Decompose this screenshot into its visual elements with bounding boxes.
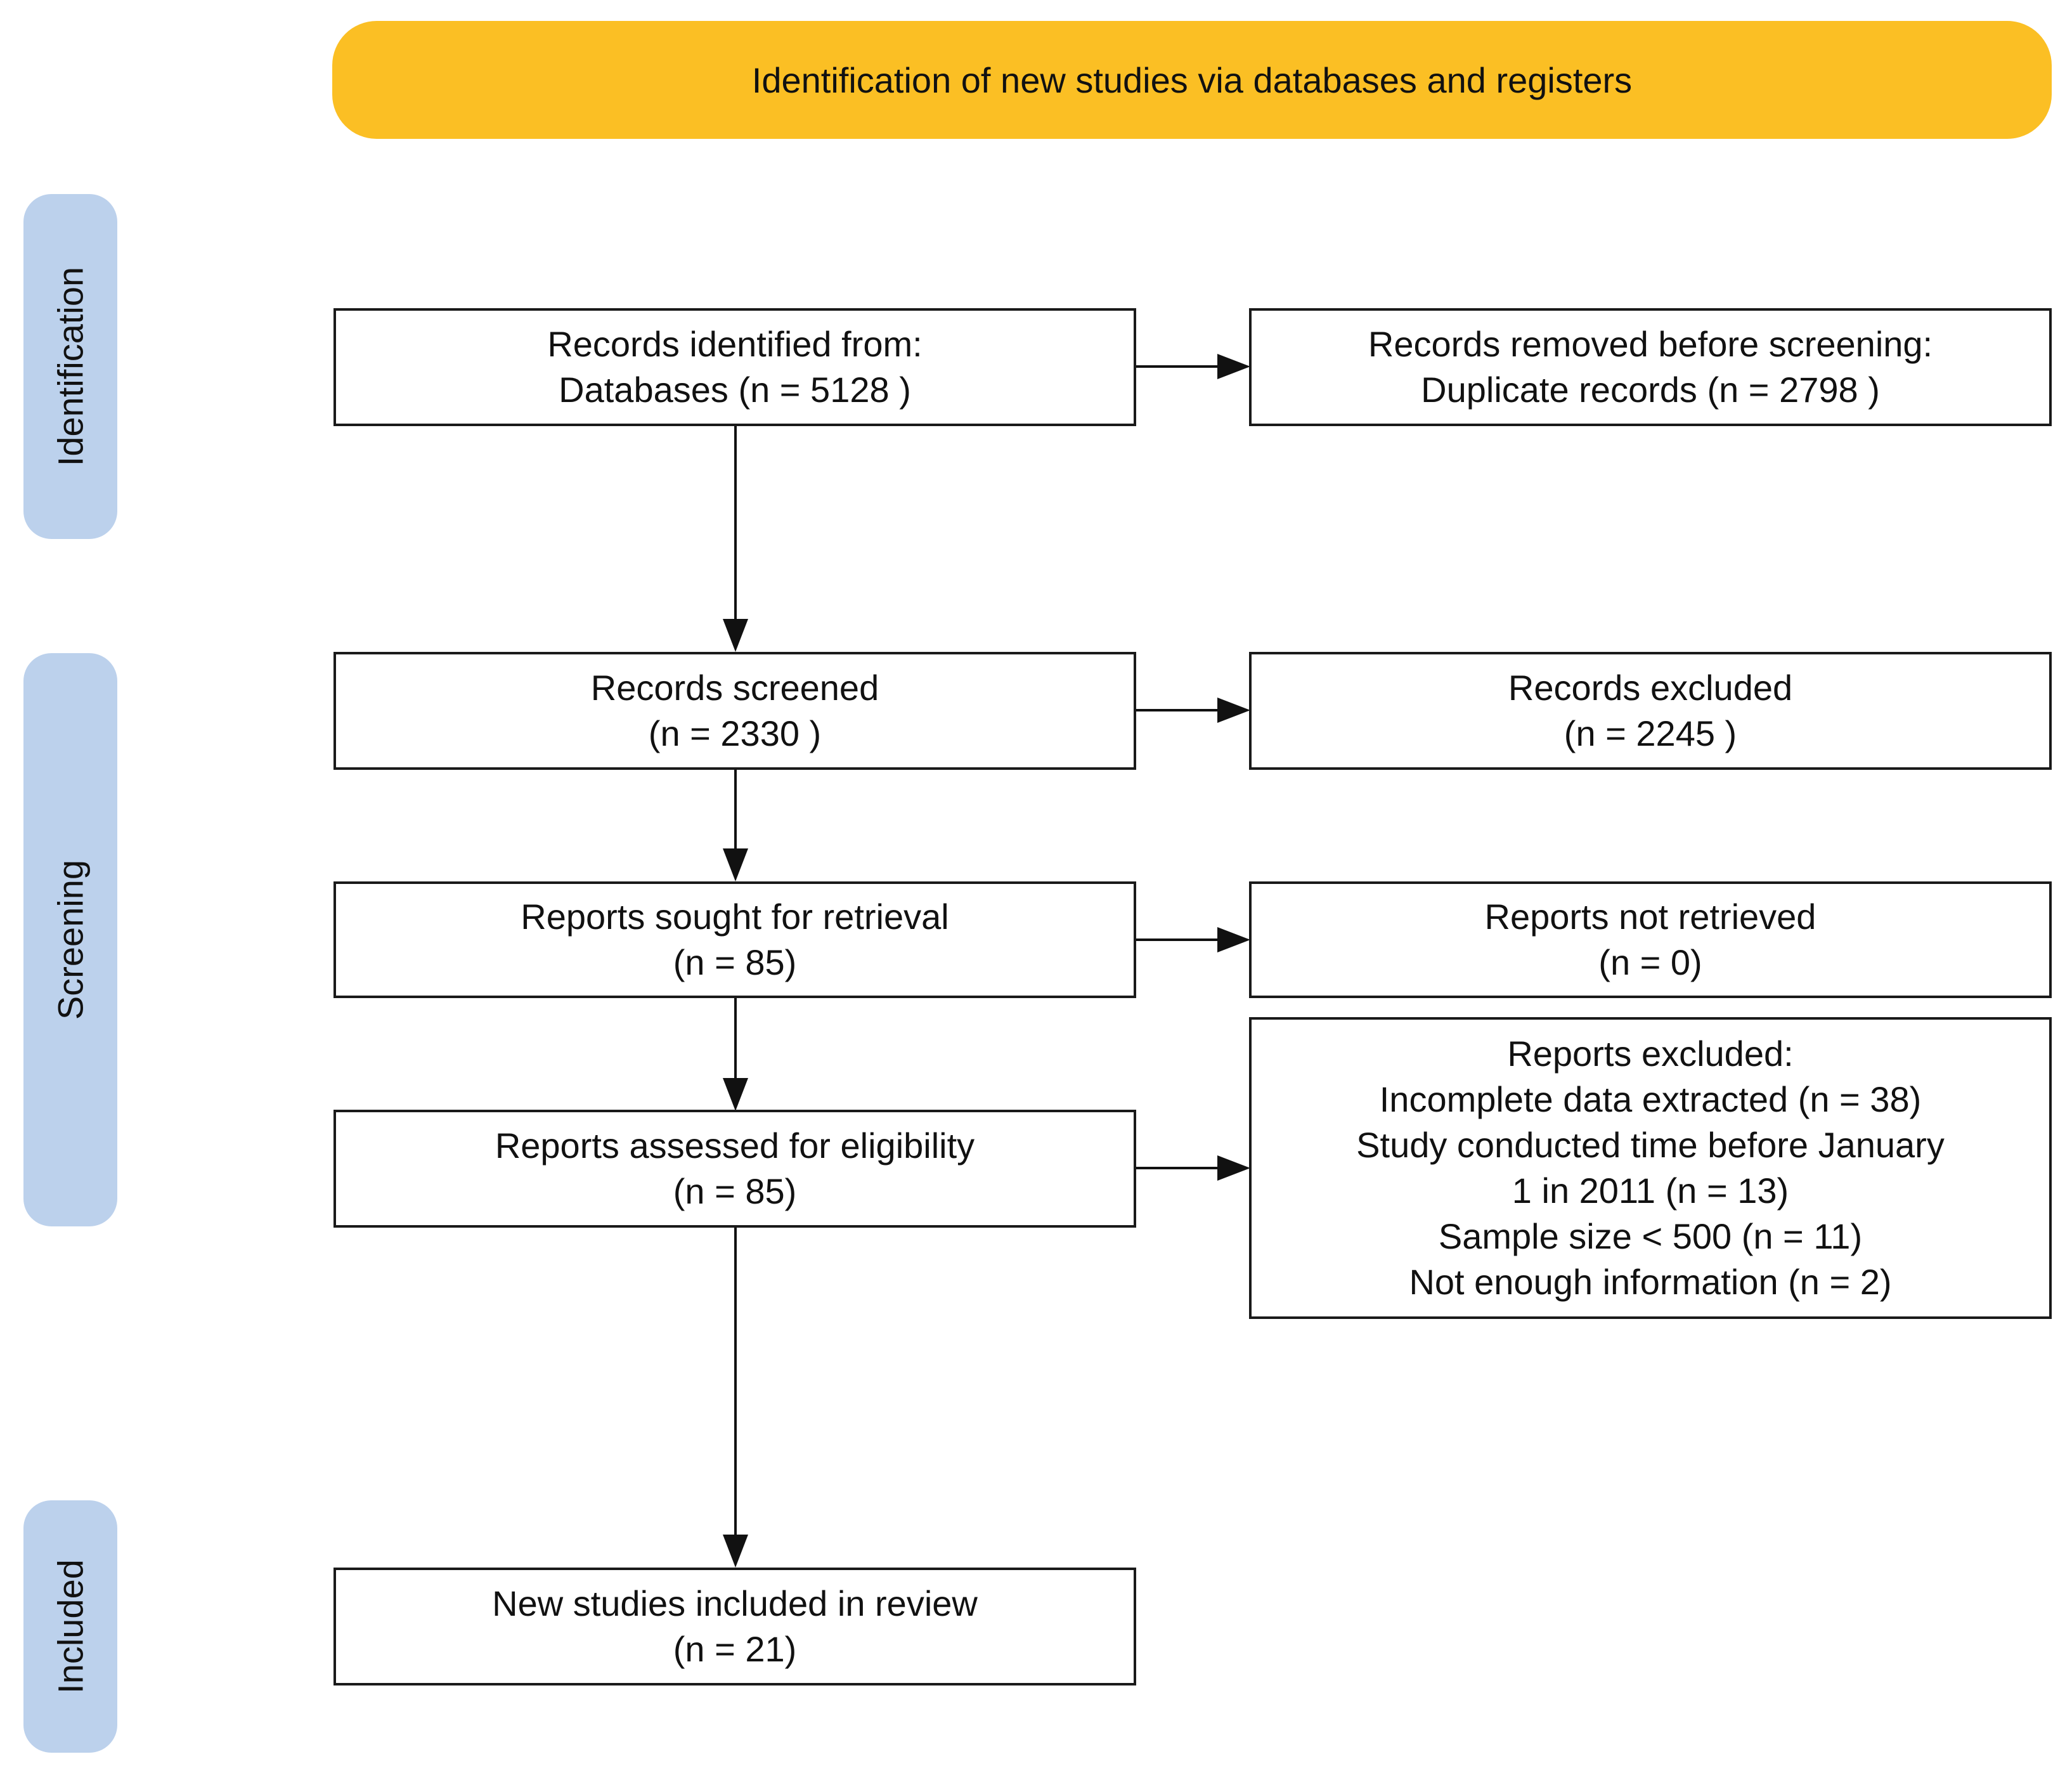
reports-excluded-reason: Not enough information (n = 2): [1409, 1262, 1892, 1302]
box-reports-excluded: Reports excluded: Incomplete data extrac…: [1249, 1017, 2052, 1319]
reports-excluded-title: Reports excluded:: [1507, 1034, 1794, 1074]
records-screened-line2: (n = 2330 ): [648, 713, 822, 753]
records-identified-line2: Databases (n = 5128 ): [559, 370, 911, 410]
arrowhead-not-retrieved: [1217, 927, 1250, 952]
reports-excluded-reason: 1 in 2011 (n = 13): [1512, 1171, 1789, 1211]
phase-included: Included: [23, 1500, 117, 1753]
records-excluded-line2: (n = 2245 ): [1564, 713, 1737, 753]
arrowhead-screened: [723, 619, 748, 652]
reports-excluded-reason: Study conducted time before January: [1356, 1125, 1945, 1165]
studies-included-line2: (n = 21): [673, 1629, 797, 1669]
diagram-header: Identification of new studies via databa…: [332, 21, 2052, 139]
box-reports-assessed: Reports assessed for eligibility (n = 85…: [333, 1110, 1136, 1228]
arrowhead-included: [723, 1535, 748, 1568]
records-removed-line1: Records removed before screening:: [1368, 324, 1933, 364]
records-excluded-line1: Records excluded: [1508, 668, 1793, 708]
arrowhead-sought: [723, 848, 748, 881]
reports-sought-line1: Reports sought for retrieval: [521, 897, 949, 937]
records-screened-line1: Records screened: [590, 668, 879, 708]
reports-not-retrieved-line2: (n = 0): [1598, 942, 1702, 982]
records-identified-line1: Records identified from:: [547, 324, 923, 364]
reports-assessed-line2: (n = 85): [673, 1171, 797, 1211]
arrowhead-removed: [1217, 354, 1250, 379]
reports-not-retrieved-line1: Reports not retrieved: [1484, 897, 1816, 937]
records-removed-line2: Duplicate records (n = 2798 ): [1421, 370, 1880, 410]
box-records-identified: Records identified from: Databases (n = …: [333, 308, 1136, 426]
phase-screening: Screening: [23, 653, 117, 1226]
box-records-removed: Records removed before screening: Duplic…: [1249, 308, 2052, 426]
box-records-screened: Records screened (n = 2330 ): [333, 652, 1136, 770]
reports-assessed-line1: Reports assessed for eligibility: [495, 1126, 975, 1166]
reports-excluded-reason: Incomplete data extracted (n = 38): [1379, 1079, 1922, 1119]
arrowhead-assessed: [723, 1078, 748, 1111]
arrowhead-records-excluded: [1217, 698, 1250, 723]
header-title: Identification of new studies via databa…: [751, 60, 1633, 100]
studies-included-line1: New studies included in review: [492, 1583, 978, 1623]
phase-identification: Identification: [23, 194, 117, 539]
box-records-excluded: Records excluded (n = 2245 ): [1249, 652, 2052, 770]
reports-sought-line2: (n = 85): [673, 942, 797, 982]
box-reports-sought: Reports sought for retrieval (n = 85): [333, 881, 1136, 998]
box-studies-included: New studies included in review (n = 21): [333, 1568, 1136, 1685]
box-reports-not-retrieved: Reports not retrieved (n = 0): [1249, 881, 2052, 998]
arrowhead-reports-excluded: [1217, 1155, 1250, 1181]
reports-excluded-reason: Sample size < 500 (n = 11): [1438, 1216, 1863, 1256]
